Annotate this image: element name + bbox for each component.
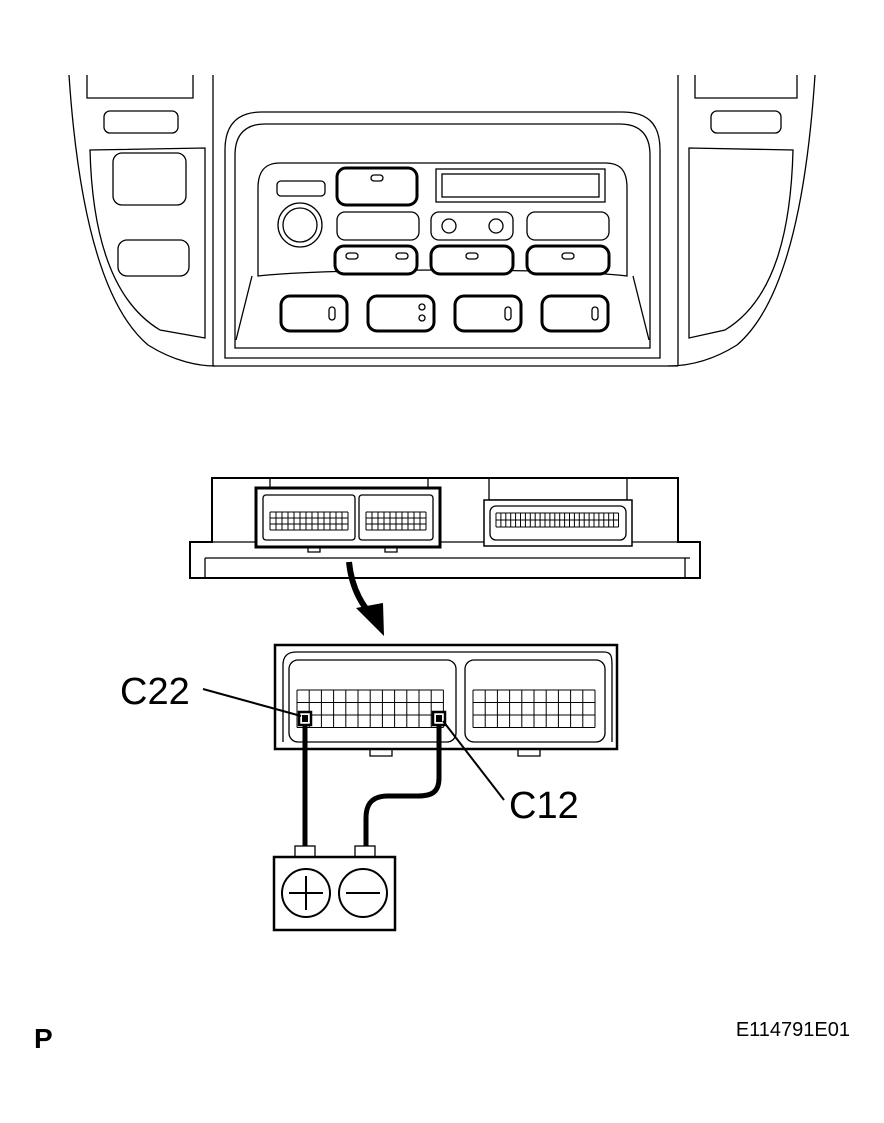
c12-leader-line	[442, 720, 505, 801]
page-letter: P	[34, 1023, 53, 1054]
connector-c-side	[254, 486, 442, 553]
control-unit-assembly	[189, 477, 701, 579]
dashboard-center-panel	[68, 74, 816, 367]
label-c12: C12	[509, 785, 579, 827]
label-c22: C22	[120, 671, 190, 713]
connector-c-enlarged	[273, 643, 619, 757]
zoom-arrow	[346, 561, 384, 636]
test-leads	[302, 725, 442, 846]
connector-right-side	[483, 477, 633, 547]
figure-code: E114791E01	[736, 1019, 850, 1041]
battery	[272, 845, 397, 932]
c22-leader-line	[202, 688, 302, 717]
